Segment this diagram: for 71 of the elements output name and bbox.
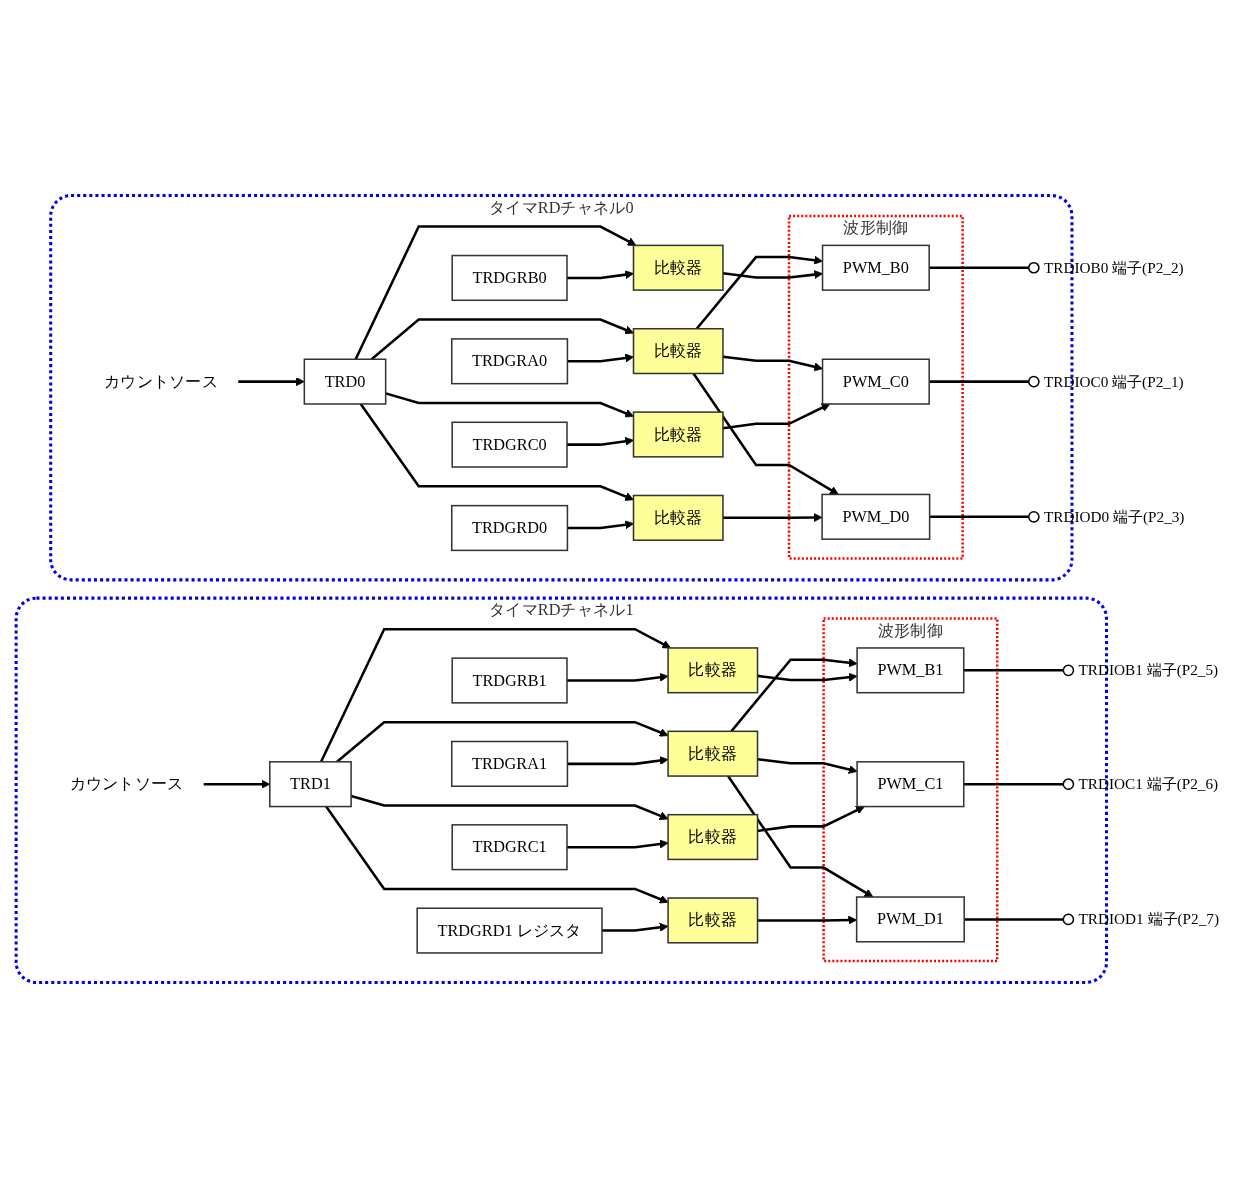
arrow	[727, 775, 874, 898]
arrow	[354, 225, 637, 360]
terminal-label: TRDIOD0 端子(P2_3)	[1044, 507, 1185, 525]
arrow	[567, 756, 669, 766]
node-box: TRDGRB1	[451, 657, 568, 704]
arrow	[325, 805, 669, 904]
arrow	[692, 372, 839, 495]
arrow	[722, 403, 831, 430]
node-box: 比較器	[632, 494, 724, 541]
arrow	[757, 758, 858, 774]
arrow	[722, 270, 823, 280]
arrow	[567, 520, 634, 530]
connector	[929, 380, 1029, 383]
arrow	[722, 513, 823, 522]
node-box: 比較器	[632, 328, 724, 375]
node-box: 比較器	[632, 244, 724, 291]
terminal-label: TRDIOD1 端子(P2_7)	[1078, 910, 1219, 928]
arrow	[757, 806, 865, 833]
node-text: カウントソース	[69, 775, 184, 793]
terminal-label: TRDIOC0 端子(P2_1)	[1044, 372, 1184, 390]
node-box: PWM_B1	[856, 647, 965, 694]
node-circle	[1028, 261, 1040, 274]
node-box: 比較器	[667, 730, 759, 777]
arrow	[567, 672, 669, 682]
node-circle	[1062, 913, 1075, 926]
node-box: TRDGRA1	[451, 740, 569, 787]
terminal-label: TRDIOB0 端子(P2_2)	[1044, 258, 1184, 276]
node-box: 比較器	[667, 897, 759, 944]
arrow	[567, 436, 634, 446]
node-box: PWM_D0	[821, 493, 931, 540]
arrow	[567, 353, 634, 363]
node-box: TRDGRA0	[451, 338, 569, 385]
terminal-label: TRDIOB1 端子(P2_5)	[1078, 661, 1219, 679]
node-box: TRDGRD1 レジスタ	[416, 907, 603, 954]
node-box: TRDGRD0	[451, 504, 569, 552]
node-box: 比較器	[632, 411, 724, 458]
node-box: PWM_C1	[856, 761, 965, 808]
node-box: 比較器	[667, 813, 759, 861]
connector	[964, 918, 1064, 921]
connector	[929, 515, 1029, 519]
node-box: TRD1	[269, 761, 352, 808]
arrow	[319, 627, 671, 763]
arrow	[602, 922, 669, 932]
arrow	[359, 403, 634, 501]
node-box: 比較器	[667, 647, 759, 694]
node-text: カウントソース	[104, 372, 218, 390]
terminal-label: TRDIOC1 端子(P2_6)	[1078, 775, 1219, 793]
arrow	[730, 658, 858, 733]
arrow	[238, 377, 305, 387]
node-box: PWM_D1	[855, 896, 965, 943]
node-circle	[1062, 664, 1075, 677]
arrow	[336, 720, 669, 763]
node-box: TRDGRB0	[451, 254, 568, 302]
arrow	[385, 392, 634, 418]
node-circle	[1062, 778, 1075, 791]
connector	[963, 782, 1064, 786]
node-box: TRDGRC1	[451, 824, 568, 871]
arrow	[567, 270, 634, 280]
arrow	[757, 672, 858, 682]
node-box: TRD0	[303, 358, 387, 405]
arrow	[567, 839, 669, 849]
arrow	[695, 255, 823, 330]
node-box: PWM_B0	[821, 244, 930, 291]
node-circle	[1028, 375, 1040, 388]
connector	[929, 266, 1029, 269]
arrow	[722, 355, 823, 372]
node-box: PWM_C0	[821, 358, 930, 405]
arrow	[370, 318, 634, 361]
node-box: TRDGRC0	[451, 421, 568, 468]
connector	[963, 669, 1064, 672]
node-circle	[1028, 511, 1040, 523]
